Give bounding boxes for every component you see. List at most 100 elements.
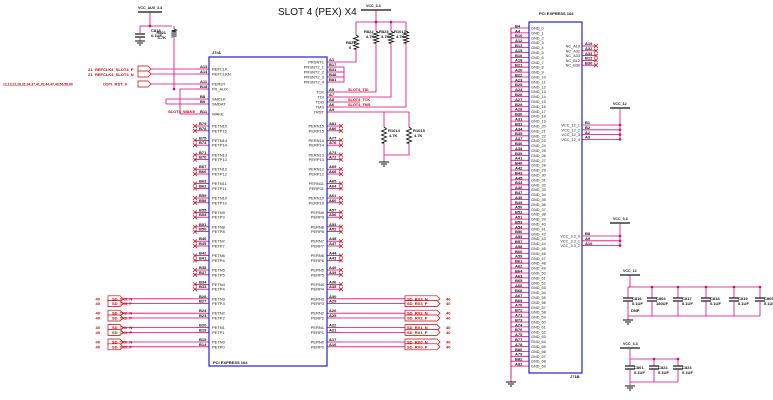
- rx-net-label: SD_RX3_P: [407, 301, 428, 306]
- pin-name: GND_63: [531, 335, 546, 339]
- pin-number: B43: [515, 170, 523, 175]
- pin-name: PERN11: [309, 181, 325, 186]
- pin-number: A36: [329, 279, 337, 284]
- pin-number: B53: [515, 219, 523, 224]
- rx-net-label: SD_RX3_N: [407, 296, 428, 301]
- pin-name: GND_42: [531, 232, 546, 236]
- pin-name: GND_56: [531, 301, 546, 305]
- gnd-wire: [384, 146, 410, 156]
- cap-val: 0.1UF: [738, 301, 749, 306]
- pin-number: B63: [199, 179, 207, 184]
- pullup-res-val: 4.7K: [366, 34, 375, 39]
- no-connect-mark: [192, 243, 198, 249]
- pin-number: A42: [515, 166, 523, 171]
- pin-number: B2: [585, 125, 591, 130]
- pin-name: PERP9: [311, 215, 325, 220]
- pin-name: GND_28: [531, 164, 546, 168]
- cap-val: 0.1UF: [632, 301, 643, 306]
- no-connect-mark: [192, 195, 198, 201]
- pin-number: B64: [515, 268, 523, 273]
- pin-number: A41: [515, 156, 523, 161]
- pin-number: A62: [515, 264, 523, 269]
- junction-dot: [758, 285, 762, 289]
- pin-name: GND_19: [531, 120, 546, 124]
- pin-name: PETN10: [212, 196, 228, 201]
- connector-j1a-body: [208, 56, 328, 367]
- pin-number: B62: [199, 183, 207, 188]
- pin-name: GND_6: [531, 56, 544, 60]
- pin-name: GND_48: [531, 262, 546, 266]
- pin-number: A37: [515, 136, 523, 141]
- junction-dot: [676, 357, 680, 361]
- pin-number: A58: [515, 244, 523, 249]
- pin-number: A79: [515, 352, 523, 357]
- pin-name: PERN3: [311, 296, 325, 301]
- pin-number: A66: [515, 283, 523, 288]
- pin-name: PERP13: [309, 157, 325, 162]
- pin-number: A6: [329, 102, 335, 107]
- cap-ref: C822: [658, 365, 668, 370]
- no-connect-mark: [192, 123, 198, 129]
- pin-name: PETP1: [212, 330, 225, 335]
- pin-name: PETP6: [212, 258, 225, 263]
- pin-number: B73: [515, 317, 523, 322]
- pin-name: GND_52: [531, 281, 546, 285]
- pin-name: GND_65: [531, 345, 546, 349]
- pin-name: PERN12: [308, 167, 324, 172]
- pin-name: TDI: [318, 95, 324, 100]
- pin-number: B41: [199, 255, 207, 260]
- rx-net-label: SD_RX0_P: [407, 344, 428, 349]
- refclk-n-flag: [137, 70, 152, 78]
- no-connect-mark: [338, 238, 344, 244]
- pin-name: GND_13: [531, 90, 546, 94]
- pin-number: B67: [199, 164, 207, 169]
- pin-number: B54: [199, 212, 207, 217]
- no-connect-mark: [593, 53, 599, 58]
- tx-sheet-ref: 40: [96, 344, 101, 349]
- no-connect-mark: [338, 138, 344, 143]
- pullup-res-val: 4.7K: [381, 34, 390, 39]
- pin-number: A49: [515, 195, 523, 200]
- pin-number: B76: [515, 327, 523, 332]
- pin-name: GND_41: [531, 227, 546, 231]
- pin-number: B14: [199, 342, 207, 347]
- pin-name: PETN2: [212, 311, 226, 316]
- pin-number: B8: [200, 94, 206, 99]
- pin-name: GND_11: [531, 80, 546, 84]
- junction-dot: [618, 234, 622, 238]
- pin-number: A4: [515, 28, 521, 33]
- pin-name: PETN12: [212, 167, 228, 172]
- junction-dot: [172, 87, 176, 91]
- pin-name: PERP8: [311, 229, 325, 234]
- pin-name: PERN4: [311, 282, 325, 287]
- no-connect-mark: [338, 152, 344, 158]
- pin-name: GND_31: [531, 178, 546, 182]
- pin-number: A68: [329, 169, 337, 174]
- jtag-net-label: SLOT4_TMS: [348, 103, 371, 107]
- pin-name: PETP3: [212, 301, 225, 306]
- rx-net-label: SD_RX2_P: [407, 316, 428, 321]
- no-connect-mark: [338, 272, 344, 278]
- pin-name: TCK: [316, 90, 324, 95]
- pin-number: A40: [329, 265, 337, 270]
- pin-name: GND_69: [531, 365, 546, 369]
- pin-name: GND_4: [531, 46, 544, 50]
- refclk-n-label: REFCLK4_SLOT4_N: [95, 72, 134, 77]
- junction-dot: [732, 285, 736, 289]
- pin-number: B49: [515, 200, 523, 205]
- pin-name: PERN2: [311, 311, 325, 316]
- prsnt-resistor: [352, 34, 360, 50]
- pullup-res-ref: R823: [379, 29, 389, 34]
- pin-number: A73: [329, 150, 337, 155]
- pin-name: PETP15: [212, 128, 228, 133]
- pin-name: PERP11: [309, 186, 325, 191]
- tx-net-label: SD_TX1_P: [112, 330, 132, 335]
- tx-sheet-ref: 40: [96, 301, 101, 306]
- pin-name: GND_62: [531, 330, 546, 334]
- pin-name: PERN9: [311, 210, 325, 215]
- pin-name: GND_30: [531, 174, 546, 178]
- pin-name: PERN0: [311, 340, 325, 345]
- pin-number: A5: [329, 87, 335, 92]
- pin-number: A15: [515, 48, 523, 53]
- pin-number: B36: [515, 141, 523, 146]
